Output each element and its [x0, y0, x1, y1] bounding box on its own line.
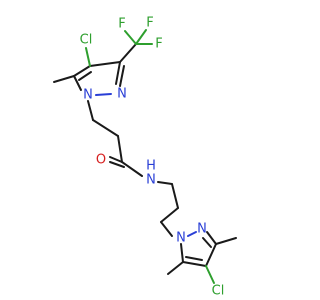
bond-n1-n2-b	[187, 231, 197, 237]
molecule-diagram: Cl F F F N N O N H N N Cl	[53, 16, 237, 299]
bond-carbonyl-o-double	[109, 161, 125, 168]
atom-n-ring1-b: N	[83, 88, 93, 103]
bond-c5-c4-double	[78, 71, 92, 81]
bond-ch2-carbonyl	[117, 135, 123, 163]
bond-c5-methyl	[53, 75, 75, 83]
atom-cl-top: Cl	[80, 33, 93, 48]
bond-c4-c3	[89, 61, 121, 67]
bond-n2-c3-b	[206, 231, 217, 245]
atom-o-amide: O	[96, 153, 106, 168]
bond-c4-cl	[85, 47, 91, 67]
bond-n-ch2	[157, 181, 173, 185]
atom-n-amide: N	[146, 173, 156, 188]
atom-n-ring1-a: N	[117, 87, 127, 102]
propyl-chain	[157, 181, 179, 237]
bond-c5-n1-b	[180, 243, 184, 263]
bond-c3-methyl-b	[215, 237, 237, 245]
atom-cl-bottom: Cl	[212, 284, 225, 299]
bond-ch2-ch2-c	[160, 207, 179, 223]
bond-n1-ch2	[87, 100, 94, 121]
bond-c4-cl-b	[205, 265, 215, 284]
bond-c3-n2	[115, 61, 121, 85]
bond-c5-methyl-b	[167, 261, 184, 275]
structure-canvas: Cl F F F N N O N H N N Cl	[53, 16, 237, 299]
bottom-pyrazole-ring	[167, 231, 237, 284]
bond-c3-n2-double	[119, 65, 125, 87]
atom-f3: F	[155, 37, 162, 52]
atom-h-amide: H	[146, 159, 156, 174]
bond-ch2-ch2	[92, 119, 119, 137]
atom-f2: F	[146, 16, 153, 31]
bond-c3-cf3	[119, 43, 137, 63]
bond-c5-c4	[73, 65, 91, 77]
bond-ch2-ring-n	[160, 221, 173, 237]
bond-n2-n1	[95, 93, 112, 96]
bond-carbonyl-o	[109, 156, 123, 163]
top-pyrazole-ring	[53, 29, 153, 96]
bond-carbonyl-n	[121, 161, 143, 177]
bond-c3-c4-b	[205, 243, 217, 267]
bond-cf3-f2	[135, 29, 147, 45]
atom-n-ring2-a: N	[176, 231, 186, 246]
bond-ch2-ch2-b	[171, 183, 179, 209]
bond-n2-c3-double-b	[202, 237, 212, 248]
bond-c4-c5-double-b	[185, 256, 203, 261]
atom-n-ring2-b: N	[197, 222, 207, 237]
atom-f1: F	[118, 17, 125, 32]
atom-labels: Cl F F F N N O N H N N Cl	[80, 16, 225, 299]
propanoyl-chain	[87, 100, 143, 177]
bond-c4-c5-b	[182, 261, 207, 267]
bond-cf3-f1	[124, 30, 137, 45]
bond-n1-c5	[73, 75, 82, 91]
